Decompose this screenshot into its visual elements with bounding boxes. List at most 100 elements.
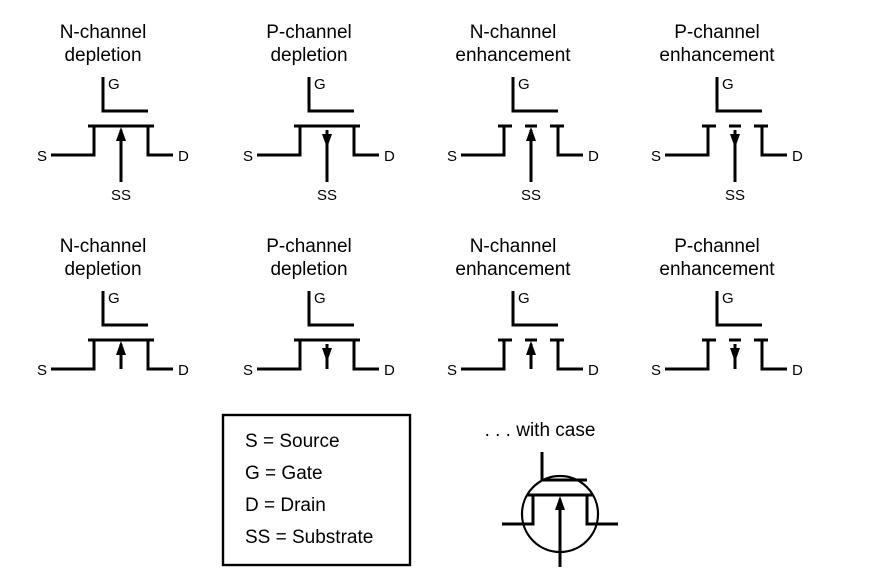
symbol-title-line1: N-channel — [470, 22, 557, 43]
drain-label: D — [178, 362, 189, 379]
mosfet-symbol-drawing — [665, 77, 787, 182]
symbol-n-channel-depletion: N-channel depletion G S D — [37, 236, 189, 379]
substrate-label: SS — [317, 187, 337, 204]
source-lead — [461, 340, 506, 371]
symbol-title-line1: P-channel — [266, 236, 352, 257]
drain-lead — [146, 126, 173, 157]
symbol-n-channel-enhancement-with-substrate: N-channel enhancement G S D SS — [447, 22, 599, 204]
source-lead — [51, 340, 96, 371]
drain-label: D — [792, 362, 803, 379]
substrate-label: SS — [521, 187, 541, 204]
mosfet-symbol-drawing — [665, 291, 787, 371]
mosfet-symbol-drawing — [257, 291, 379, 371]
gate-lead — [307, 291, 354, 327]
substrate-label: SS — [725, 187, 745, 204]
source-label: S — [243, 362, 253, 379]
symbol-n-channel-depletion-with-substrate: N-channel depletion G S D SS — [37, 22, 189, 204]
drain-lead — [146, 340, 173, 371]
substrate-arrow-up — [526, 127, 536, 141]
symbol-title-line1: N-channel — [470, 236, 557, 257]
symbol-title-line1: P-channel — [674, 22, 760, 43]
gate-label: G — [314, 76, 326, 93]
source-label: S — [37, 362, 47, 379]
legend: S = Source G = Gate D = Drain SS = Subst… — [221, 413, 412, 567]
symbol-title-line1: P-channel — [674, 236, 760, 257]
mosfet-symbol-drawing — [461, 291, 583, 371]
mosfet-symbol-drawing — [257, 77, 379, 182]
symbol-title-line2: enhancement — [659, 259, 775, 280]
symbol-title-line2: enhancement — [455, 45, 571, 66]
source-label: S — [447, 362, 457, 379]
drain-lead — [556, 126, 583, 157]
source-label: S — [651, 148, 661, 165]
drain-lead — [352, 340, 379, 371]
gate-label: G — [518, 76, 530, 93]
drain-lead — [352, 126, 379, 157]
symbol-title-line2: enhancement — [659, 45, 775, 66]
case-drain-lead — [585, 495, 618, 526]
drain-label: D — [588, 148, 599, 165]
symbol-title-line1: P-channel — [266, 22, 352, 43]
symbol-title-line1: N-channel — [60, 22, 147, 43]
gate-label: G — [314, 290, 326, 307]
gate-lead — [101, 291, 148, 327]
substrate-label: SS — [111, 187, 131, 204]
gate-lead — [511, 77, 558, 113]
source-lead — [51, 126, 96, 157]
source-label: S — [243, 148, 253, 165]
case-substrate-arrow-up — [555, 496, 565, 510]
symbol-p-channel-enhancement-with-substrate: P-channel enhancement G S D SS — [651, 22, 803, 204]
legend-item-substrate: SS = Substrate — [245, 527, 373, 548]
source-lead — [665, 126, 710, 157]
drain-lead — [760, 340, 787, 371]
drain-lead — [556, 340, 583, 371]
drain-label: D — [384, 362, 395, 379]
symbol-n-channel-enhancement: N-channel enhancement G S D — [447, 236, 599, 379]
substrate-arrow-up — [116, 341, 126, 355]
substrate-arrow-down — [730, 134, 740, 148]
gate-label: G — [722, 76, 734, 93]
symbol-p-channel-depletion-with-substrate: P-channel depletion G S D SS — [243, 22, 395, 204]
symbol-title-line2: depletion — [270, 45, 347, 66]
symbol-p-channel-enhancement: P-channel enhancement G S D — [651, 236, 803, 379]
gate-label: G — [518, 290, 530, 307]
drain-lead — [760, 126, 787, 157]
substrate-arrow-down — [322, 348, 332, 362]
source-lead — [665, 340, 710, 371]
case-mosfet-drawing — [502, 452, 618, 567]
gate-lead — [101, 77, 148, 113]
symbol-title-line2: enhancement — [455, 259, 571, 280]
symbol-p-channel-depletion: P-channel depletion G S D — [243, 236, 395, 379]
substrate-arrow-up — [116, 127, 126, 141]
mosfet-symbol-drawing — [51, 77, 173, 182]
gate-lead — [511, 291, 558, 327]
legend-item-drain: D = Drain — [245, 495, 326, 516]
legend-box — [221, 413, 412, 567]
gate-lead — [307, 77, 354, 113]
gate-lead — [715, 77, 762, 113]
legend-item-gate: G = Gate — [245, 463, 323, 484]
case-symbol: . . . with case — [485, 420, 618, 567]
case-caption: . . . with case — [485, 420, 596, 441]
gate-label: G — [108, 290, 120, 307]
drain-label: D — [178, 148, 189, 165]
drain-label: D — [384, 148, 395, 165]
source-lead — [461, 126, 506, 157]
gate-lead — [715, 291, 762, 327]
symbol-title-line2: depletion — [64, 259, 141, 280]
drain-label: D — [588, 362, 599, 379]
source-lead — [257, 126, 302, 157]
gate-label: G — [722, 290, 734, 307]
legend-item-source: S = Source — [245, 431, 340, 452]
symbol-title-line2: depletion — [270, 259, 347, 280]
gate-label: G — [108, 76, 120, 93]
source-label: S — [37, 148, 47, 165]
substrate-arrow-up — [526, 341, 536, 355]
symbol-title-line1: N-channel — [60, 236, 147, 257]
symbol-title-line2: depletion — [64, 45, 141, 66]
substrate-arrow-down — [730, 348, 740, 362]
source-label: S — [447, 148, 457, 165]
mosfet-symbol-drawing — [461, 77, 583, 182]
source-label: S — [651, 362, 661, 379]
